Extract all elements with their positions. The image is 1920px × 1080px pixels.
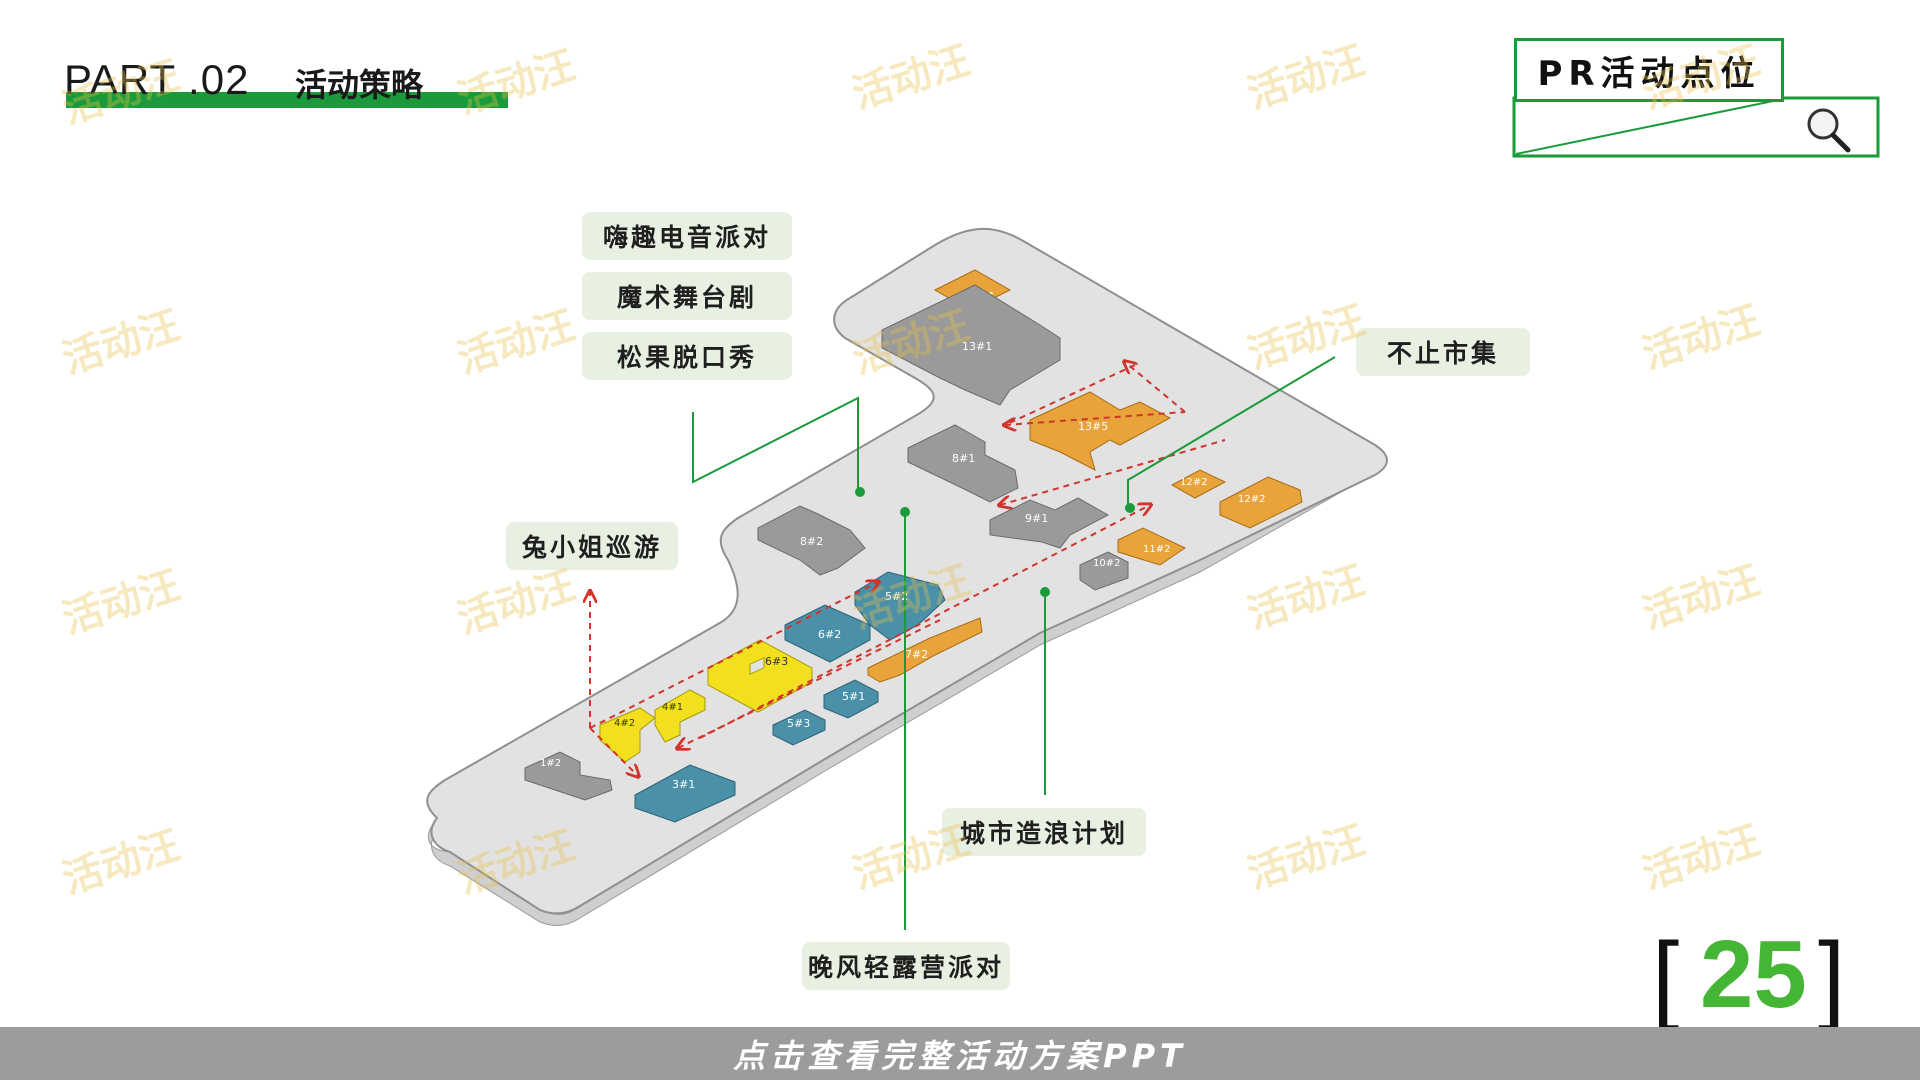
- svg-text:12#2: 12#2: [1180, 477, 1207, 488]
- building-9-1: 9#1: [989, 497, 1110, 549]
- svg-text:4#1: 4#1: [662, 702, 683, 713]
- building-12-2-b: 12#2: [1219, 476, 1303, 529]
- svg-text:8#2: 8#2: [800, 535, 823, 548]
- footer-link-bar[interactable]: 点击查看完整活动方案PPT: [0, 1027, 1920, 1080]
- svg-text:1#2: 1#2: [540, 758, 561, 769]
- building-13-5: 13#5: [1029, 391, 1172, 471]
- building-8-2: 8#2: [757, 505, 866, 576]
- svg-text:10#2: 10#2: [1093, 558, 1120, 569]
- svg-text:5#3: 5#3: [787, 717, 810, 730]
- building-4-2: 4#2: [599, 707, 656, 763]
- footer-link-text[interactable]: 点击查看完整活动方案PPT: [733, 1036, 1187, 1075]
- svg-text:8#1: 8#1: [952, 452, 975, 465]
- activity-route: [590, 362, 1226, 776]
- building-1-2: 1#2: [524, 751, 613, 801]
- svg-text:6#2: 6#2: [818, 628, 841, 641]
- building-7-2: 7#2: [867, 617, 983, 683]
- building-5-3: 5#3: [772, 709, 826, 746]
- building-12-2-a: 12#2: [1170, 469, 1227, 499]
- part-label: PART .02: [64, 56, 250, 103]
- svg-text:6#3: 6#3: [765, 655, 788, 668]
- building-10-2: 10#2: [1079, 551, 1129, 591]
- label-market: 不止市集: [1356, 328, 1530, 376]
- svg-text:4#2: 4#2: [614, 718, 635, 729]
- svg-text:11#2: 11#2: [1143, 544, 1170, 555]
- label-city-wave: 城市造浪计划: [942, 808, 1146, 856]
- svg-text:12#2: 12#2: [1238, 494, 1265, 505]
- label-standup-show: 松果脱口秀: [582, 332, 792, 380]
- building-6-3: 6#3: [707, 639, 813, 713]
- page-number: 25: [1700, 921, 1807, 1028]
- label-leader-lines: [692, 356, 1336, 930]
- magnifier-icon: [1807, 108, 1851, 153]
- building-13-1-gray: 13#1: [881, 284, 1061, 406]
- page-number-bracket-left: [: [1652, 922, 1680, 1032]
- label-electro-party: 嗨趣电音派对: [582, 212, 792, 260]
- building-3-1: 3#1: [634, 764, 736, 823]
- label-camping-party: 晚风轻露营派对: [802, 942, 1010, 990]
- page-number-bracket-right: ]: [1818, 922, 1846, 1032]
- building-5-1: 5#1: [823, 679, 879, 719]
- svg-text:13#1: 13#1: [962, 340, 992, 353]
- building-8-1: 8#1: [907, 424, 1019, 503]
- building-11-2: 11#2: [1117, 527, 1187, 566]
- svg-text:5#2: 5#2: [885, 590, 908, 603]
- page-title: PR活动点位: [1514, 38, 1784, 102]
- section-title: 活动策略: [295, 66, 424, 104]
- svg-text:13#5: 13#5: [1078, 420, 1108, 433]
- label-magic-show: 魔术舞台剧: [582, 272, 792, 320]
- svg-text:9#1: 9#1: [1025, 512, 1048, 525]
- label-bunny-parade: 兔小姐巡游: [506, 522, 678, 570]
- svg-text:7#2: 7#2: [905, 648, 928, 661]
- svg-text:3#1: 3#1: [672, 778, 695, 791]
- building-4-1: 4#1: [654, 689, 706, 743]
- point-markers: [855, 487, 1135, 597]
- header-accent-bar: [66, 92, 508, 108]
- svg-text:5#1: 5#1: [842, 690, 865, 703]
